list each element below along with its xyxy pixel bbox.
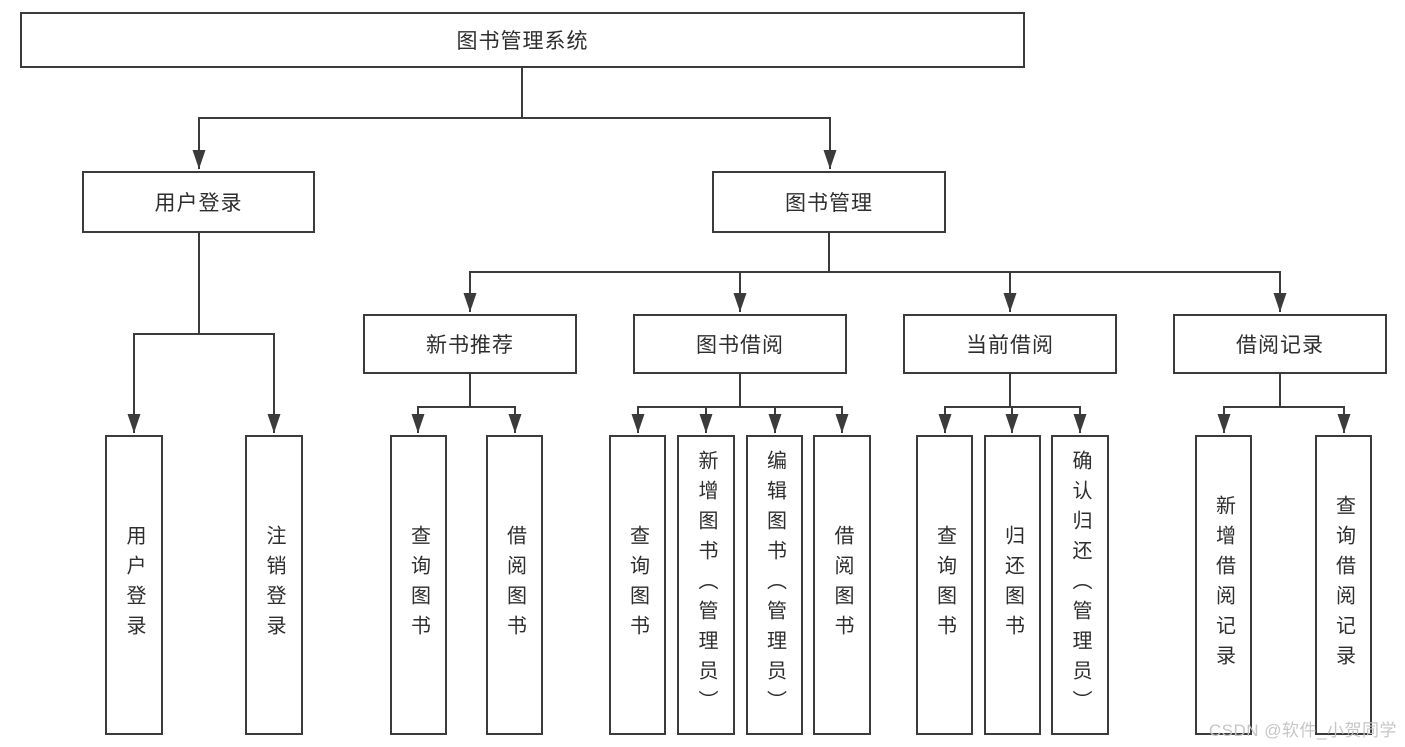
- node-user-login: 用户登录: [82, 171, 315, 233]
- node-book-management: 图书管理: [712, 171, 946, 233]
- leaf-user-login: 用户登录: [105, 435, 163, 735]
- leaf-borrow-edit-books-admin: 编辑图书（管理员）: [746, 435, 803, 735]
- leaf-logout-label: 注销登录: [263, 525, 285, 645]
- node-current-borrowing: 当前借阅: [903, 314, 1117, 374]
- leaf-records-query-record-label: 查询借阅记录: [1332, 495, 1355, 675]
- leaf-records-add-record: 新增借阅记录: [1195, 435, 1252, 735]
- leaf-logout: 注销登录: [245, 435, 303, 735]
- leaf-borrow-edit-books-admin-label: 编辑图书（管理员）: [763, 450, 786, 720]
- leaf-records-query-record: 查询借阅记录: [1315, 435, 1372, 735]
- node-book-borrowing-label: 图书借阅: [696, 334, 784, 357]
- node-book-borrowing: 图书借阅: [633, 314, 847, 374]
- leaf-current-return-books-label: 归还图书: [1001, 525, 1024, 645]
- leaf-newbooks-borrow-books-label: 借阅图书: [503, 525, 526, 645]
- leaf-records-add-record-label: 新增借阅记录: [1212, 495, 1235, 675]
- node-current-borrowing-label: 当前借阅: [966, 334, 1054, 357]
- node-root-label: 图书管理系统: [456, 30, 589, 53]
- leaf-borrow-borrow-books: 借阅图书: [813, 435, 871, 735]
- leaf-current-return-books: 归还图书: [984, 435, 1041, 735]
- node-root: 图书管理系统: [20, 12, 1025, 68]
- node-new-book-recommendation-label: 新书推荐: [426, 334, 514, 357]
- node-user-login-label: 用户登录: [154, 192, 243, 215]
- leaf-current-query-books-label: 查询图书: [933, 525, 956, 645]
- node-borrowing-records-label: 借阅记录: [1236, 334, 1324, 357]
- leaf-borrow-add-books-admin-label: 新增图书（管理员）: [695, 450, 717, 720]
- leaf-user-login-label: 用户登录: [123, 525, 145, 645]
- node-borrowing-records: 借阅记录: [1173, 314, 1387, 374]
- leaf-borrow-query-books: 查询图书: [609, 435, 666, 735]
- leaf-borrow-query-books-label: 查询图书: [626, 525, 649, 645]
- leaf-borrow-borrow-books-label: 借阅图书: [831, 525, 853, 645]
- leaf-newbooks-query-books: 查询图书: [390, 435, 447, 735]
- csdn-watermark: CSDN @软件_小贺同学: [1208, 721, 1397, 740]
- leaf-current-confirm-return-admin-label: 确认归还（管理员）: [1069, 450, 1091, 720]
- node-book-management-label: 图书管理: [785, 192, 873, 215]
- leaf-current-confirm-return-admin: 确认归还（管理员）: [1051, 435, 1109, 735]
- leaf-current-query-books: 查询图书: [916, 435, 973, 735]
- leaf-borrow-add-books-admin: 新增图书（管理员）: [677, 435, 735, 735]
- node-new-book-recommendation: 新书推荐: [363, 314, 577, 374]
- leaf-newbooks-borrow-books: 借阅图书: [486, 435, 543, 735]
- leaf-newbooks-query-books-label: 查询图书: [407, 525, 430, 645]
